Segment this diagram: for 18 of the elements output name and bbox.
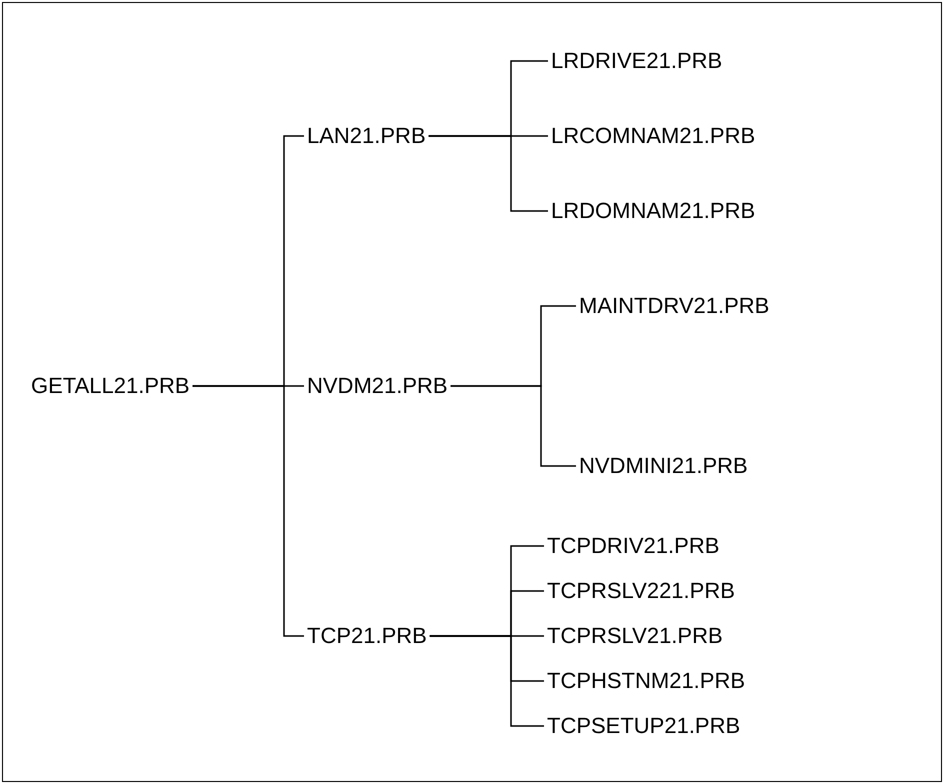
connector-line xyxy=(430,635,544,727)
file-name: MAINTDRV21.PRB xyxy=(579,293,770,319)
file-name: NVDMINI21.PRB xyxy=(579,453,748,479)
file-name: NVDM21.PRB xyxy=(307,373,448,399)
file-name: LRDOMNAM21.PRB xyxy=(551,198,756,224)
file-name: LAN21.PRB xyxy=(307,123,426,149)
file-name: TCPHSTNM21.PRB xyxy=(547,668,746,694)
file-name: GETALL21.PRB xyxy=(31,373,190,399)
file-name: TCP21.PRB xyxy=(307,623,427,649)
file-name: TCPRSLV221.PRB xyxy=(547,578,735,604)
connector-line xyxy=(192,385,304,637)
file-name: LRCOMNAM21.PRB xyxy=(551,123,756,149)
file-name: LRDRIVE21.PRB xyxy=(551,48,722,74)
connector-line xyxy=(450,385,576,467)
file-name: TCPSETUP21.PRB xyxy=(547,713,740,739)
file-name: TCPDRIV21.PRB xyxy=(547,533,720,559)
file-name: TCPRSLV21.PRB xyxy=(547,623,723,649)
connector-line xyxy=(428,135,548,212)
